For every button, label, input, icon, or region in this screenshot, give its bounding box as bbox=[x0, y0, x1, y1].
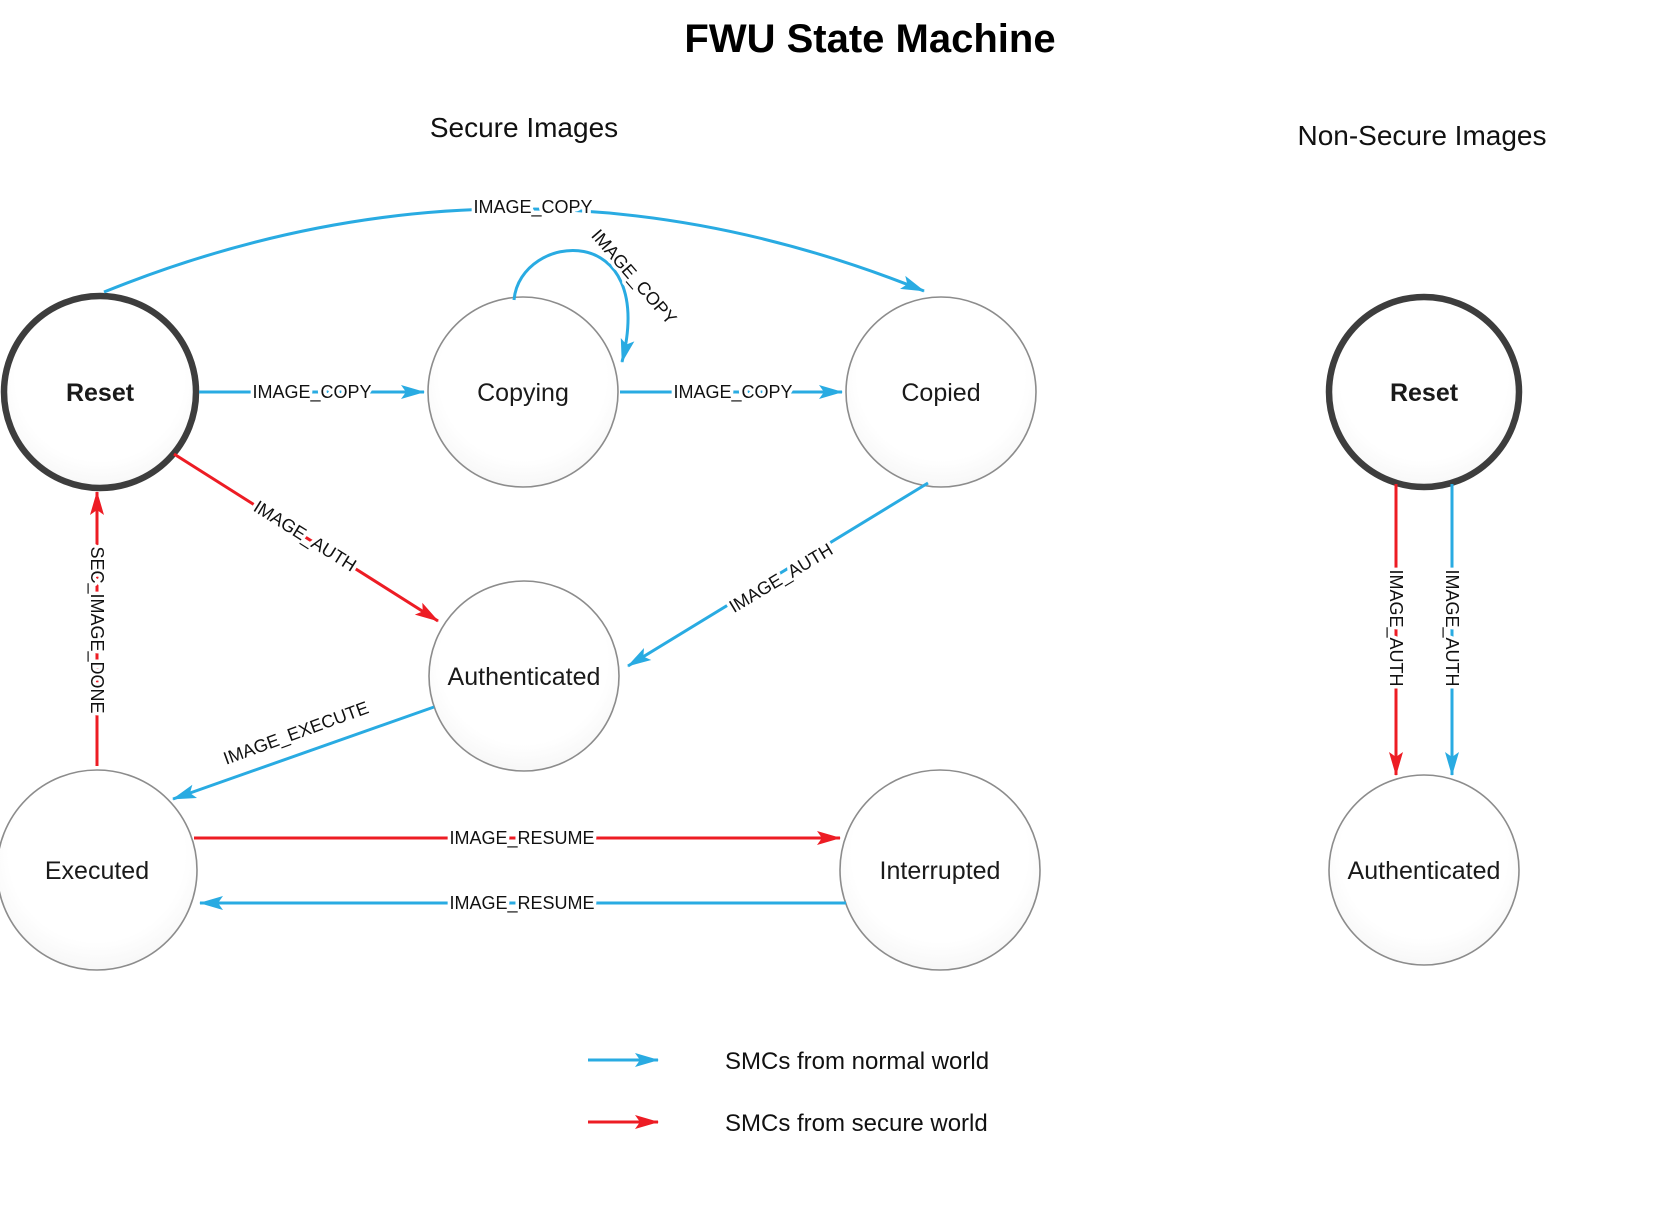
state-authenticated-circle bbox=[428, 580, 620, 772]
edge-reset-to-authenticated bbox=[173, 452, 439, 623]
state-interrupted-label: Interrupted bbox=[880, 857, 1001, 885]
state-reset-secure: Reset bbox=[0, 292, 200, 492]
legend-secure-world-label: SMCs from secure world bbox=[725, 1110, 988, 1137]
state-reset-secure-circle bbox=[0, 292, 200, 492]
state-executed-label: Executed bbox=[45, 857, 149, 885]
edge-copying-self-loop-label: IMAGE_COPY bbox=[587, 226, 681, 330]
edge-ns-reset-to-authenticated-normal-label: IMAGE_AUTH bbox=[1441, 569, 1462, 686]
edge-executed-to-reset-label: SEC_IMAGE_DONE bbox=[86, 546, 107, 713]
edge-authenticated-to-executed bbox=[172, 705, 435, 801]
edge-copying-to-copied-label: IMAGE_COPY bbox=[673, 382, 792, 403]
edge-executed-to-interrupted-label: IMAGE_RESUME bbox=[449, 828, 594, 849]
edge-copied-to-authenticated bbox=[627, 481, 929, 668]
state-copied: Copied bbox=[845, 296, 1037, 488]
state-authenticated-non-secure: Authenticated bbox=[1328, 774, 1520, 966]
state-authenticated-non-secure-label: Authenticated bbox=[1348, 857, 1501, 885]
state-interrupted: Interrupted bbox=[839, 769, 1041, 971]
state-authenticated: Authenticated bbox=[428, 580, 620, 772]
state-authenticated-label: Authenticated bbox=[448, 663, 601, 691]
state-copying-label: Copying bbox=[477, 379, 569, 407]
state-copied-circle bbox=[845, 296, 1037, 488]
state-copied-label: Copied bbox=[901, 379, 980, 407]
state-authenticated-non-secure-circle bbox=[1328, 774, 1520, 966]
edge-reset-to-copying-label: IMAGE_COPY bbox=[252, 382, 371, 403]
edge-interrupted-to-executed-label: IMAGE_RESUME bbox=[449, 893, 594, 914]
state-copying: Copying bbox=[427, 296, 619, 488]
edge-copying-self-loop bbox=[512, 249, 635, 363]
state-copying-circle bbox=[427, 296, 619, 488]
legend: SMCs from normal world SMCs from secure … bbox=[588, 1048, 989, 1137]
edge-reset-to-copied-arc-label: IMAGE_COPY bbox=[473, 197, 592, 218]
edge-reset-to-authenticated-label: IMAGE_AUTH bbox=[250, 497, 360, 577]
edge-ns-reset-to-authenticated-secure-label: IMAGE_AUTH bbox=[1385, 569, 1406, 686]
state-reset-secure-label: Reset bbox=[66, 379, 135, 407]
legend-normal-world-label: SMCs from normal world bbox=[725, 1048, 989, 1075]
section-non-secure-images: Non-Secure Images bbox=[1297, 120, 1546, 151]
state-interrupted-circle bbox=[839, 769, 1041, 971]
state-reset-non-secure: Reset bbox=[1325, 293, 1523, 491]
diagram-title: FWU State Machine bbox=[684, 17, 1055, 61]
state-reset-non-secure-label: Reset bbox=[1390, 379, 1459, 407]
edge-reset-to-copied-arc bbox=[103, 207, 925, 294]
edge-copied-to-authenticated-label: IMAGE_AUTH bbox=[726, 539, 837, 617]
section-secure-images: Secure Images bbox=[430, 112, 618, 143]
state-reset-non-secure-circle bbox=[1325, 293, 1523, 491]
state-executed-circle bbox=[0, 769, 198, 971]
edge-authenticated-to-executed-label: IMAGE_EXECUTE bbox=[221, 697, 372, 769]
state-executed: Executed bbox=[0, 769, 198, 971]
